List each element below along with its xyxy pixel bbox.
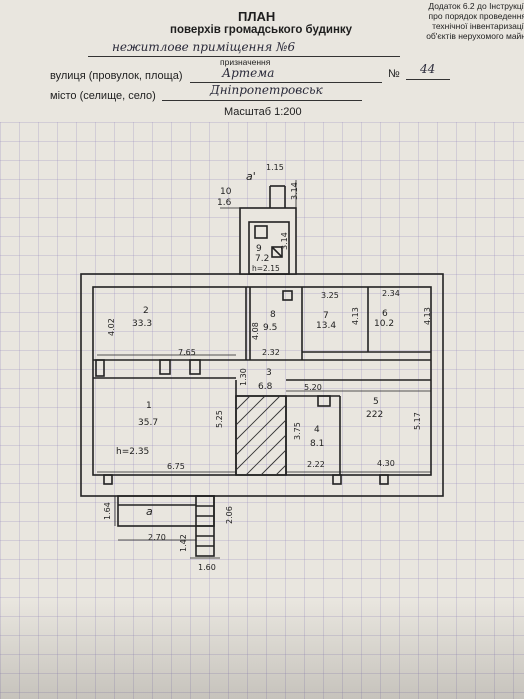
appendix-line-2: про порядок проведення bbox=[428, 11, 524, 21]
room-6-area: 10.2 bbox=[374, 319, 394, 329]
dim-2-34: 2.34 bbox=[382, 289, 400, 298]
vestibule-inner bbox=[248, 221, 290, 275]
appendix-line-4: об'єктів нерухомого майн bbox=[426, 31, 524, 41]
page-shadow bbox=[0, 600, 524, 699]
dim-5-17: 5.17 bbox=[413, 412, 422, 430]
dim-4-13-right: 4.13 bbox=[423, 307, 432, 325]
document-subtitle: поверхів громадського будинку bbox=[170, 24, 353, 36]
room-10-number: 10 bbox=[220, 187, 232, 197]
room-6-number: 6 bbox=[382, 309, 388, 319]
city-label: місто (селище, село) bbox=[50, 90, 156, 102]
dim-3-14-mid: 3.14 bbox=[280, 232, 289, 250]
room-5-number: 5 bbox=[373, 397, 379, 407]
room-4-number: 4 bbox=[314, 425, 320, 435]
room-9-number: 9 bbox=[256, 244, 262, 254]
room-1-height: h=2.35 bbox=[116, 447, 149, 457]
marker-top-a: а' bbox=[246, 170, 256, 183]
city-value: Дніпропетровськ bbox=[210, 83, 323, 97]
dim-1-42: 1.42 bbox=[179, 534, 188, 552]
room-8-area: 9.5 bbox=[263, 323, 277, 333]
street-underline bbox=[190, 82, 382, 83]
dim-1-64: 1.64 bbox=[103, 502, 112, 520]
street-label: вулиця (провулок, площа) bbox=[50, 70, 183, 82]
dim-2-22: 2.22 bbox=[307, 460, 325, 469]
purpose-underline bbox=[88, 56, 400, 57]
room-1-number: 1 bbox=[146, 401, 152, 411]
dim-4-02: 4.02 bbox=[107, 318, 116, 336]
number-label: № bbox=[388, 68, 400, 80]
dim-4-13-left: 4.13 bbox=[351, 307, 360, 325]
room-10-area: 1.6 bbox=[217, 198, 232, 208]
dim-1-60: 1.60 bbox=[198, 563, 216, 572]
marker-bottom-a: а bbox=[146, 505, 153, 518]
number-value: 44 bbox=[420, 62, 436, 76]
dim-4-08: 4.08 bbox=[251, 322, 260, 340]
post-2 bbox=[159, 359, 171, 375]
stove-cross bbox=[271, 246, 283, 258]
purpose-value: нежитлове приміщення №6 bbox=[112, 40, 296, 54]
dim-1-15: 1.15 bbox=[266, 163, 284, 172]
shaft-box bbox=[317, 395, 331, 407]
room-2-number: 2 bbox=[143, 306, 149, 316]
room-9-area: 7.2 bbox=[255, 254, 269, 264]
appendix-note: Додаток 6.2 до Інструкції про порядок пр… bbox=[404, 1, 524, 41]
stair-box bbox=[254, 225, 268, 239]
dim-2-06: 2.06 bbox=[225, 506, 234, 524]
room-3-number: 3 bbox=[266, 368, 272, 378]
room-7-number: 7 bbox=[323, 311, 329, 321]
stove-box bbox=[271, 246, 283, 258]
dim-2-70: 2.70 bbox=[148, 533, 166, 542]
room-7-area: 13.4 bbox=[316, 321, 336, 331]
city-underline bbox=[162, 100, 362, 101]
purpose-caption: призначення bbox=[220, 57, 271, 67]
chimney-box bbox=[282, 290, 293, 301]
room-9-height: h=2.15 bbox=[252, 264, 280, 273]
dim-1-30: 1.30 bbox=[239, 368, 248, 386]
room-3-area: 6.8 bbox=[258, 382, 273, 392]
document-title: ПЛАН bbox=[238, 9, 276, 24]
entrance-porch bbox=[117, 495, 215, 527]
dim-5-25: 5.25 bbox=[215, 410, 224, 428]
room-5-area: 222 bbox=[366, 410, 383, 420]
bottom-mark-2 bbox=[332, 474, 342, 485]
post-1 bbox=[95, 359, 105, 377]
dim-4-30: 4.30 bbox=[377, 459, 395, 468]
dim-3-75: 3.75 bbox=[293, 422, 302, 440]
dim-6-75: 6.75 bbox=[167, 462, 185, 471]
room-8-number: 8 bbox=[270, 310, 276, 320]
dim-3-25: 3.25 bbox=[321, 291, 339, 300]
hatching bbox=[235, 395, 287, 476]
scale-label: Масштаб 1:200 bbox=[224, 106, 302, 118]
dim-5-20: 5.20 bbox=[304, 383, 322, 392]
room-1-area: 35.7 bbox=[138, 418, 158, 428]
dim-2-32: 2.32 bbox=[262, 348, 280, 357]
appendix-line-1: Додаток 6.2 до Інструкції bbox=[428, 1, 524, 11]
street-value: Артема bbox=[222, 66, 275, 80]
room-4-area: 8.1 bbox=[310, 439, 324, 449]
bottom-mark-1 bbox=[103, 474, 113, 485]
bottom-mark-3 bbox=[379, 474, 389, 485]
number-underline bbox=[406, 79, 450, 80]
dim-7-65: 7.65 bbox=[178, 348, 196, 357]
room-2-area: 33.3 bbox=[132, 319, 152, 329]
hatched-area bbox=[235, 395, 287, 476]
appendix-line-3: технічної інвентаризації bbox=[432, 21, 524, 31]
dim-3-14-top: 3.14 bbox=[290, 182, 299, 200]
post-3 bbox=[189, 359, 201, 375]
